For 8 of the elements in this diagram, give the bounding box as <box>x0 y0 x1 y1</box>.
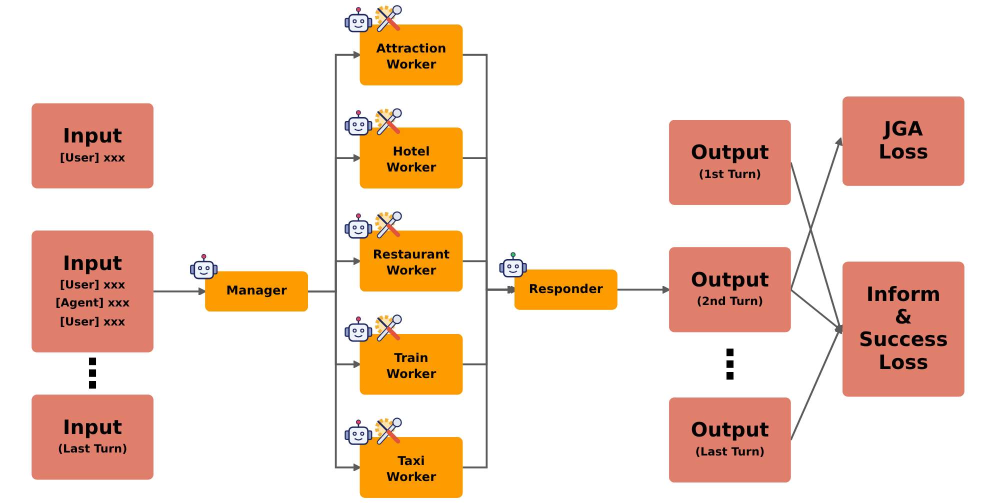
arrow <box>790 137 843 290</box>
arrow <box>153 287 207 296</box>
arrow <box>790 288 844 332</box>
arrow <box>462 260 519 294</box>
arrow <box>617 286 670 294</box>
ellipsis: ⋮ <box>710 344 750 385</box>
arrow <box>790 162 844 334</box>
ellipsis: ⋮ <box>72 354 113 394</box>
